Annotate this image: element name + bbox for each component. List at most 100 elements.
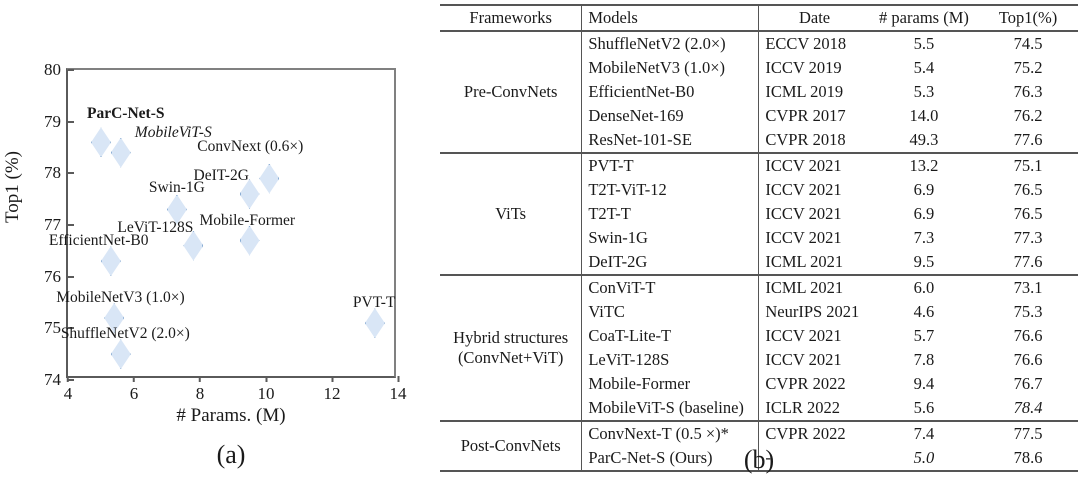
top1-cell: 76.5: [1013, 204, 1043, 223]
date-cell: CVPR 2017: [765, 106, 846, 125]
column-header-frameworks: Frameworks: [440, 5, 583, 31]
top1-cell: 77.5: [1013, 424, 1043, 443]
point-label: Mobile-Former: [199, 211, 296, 229]
params-cell: 13.2: [909, 156, 939, 175]
point-label: DeIT-2G: [193, 167, 249, 184]
date-cell: ECCV 2018: [765, 34, 847, 53]
date-cell: ICCV 2019: [765, 58, 842, 77]
table-header-row: Frameworks Models Date # params (M) Top1…: [440, 5, 1078, 31]
params-cell: 5.4: [913, 58, 935, 77]
date-cell: ICCV 2021: [765, 156, 842, 175]
top1-cell: 78.4: [1013, 398, 1043, 417]
date-cell: CVPR 2022: [765, 424, 846, 443]
framework-cell: ViTs: [440, 153, 583, 275]
params-cell: 49.3: [909, 130, 939, 149]
date-cell: ICML 2019: [765, 82, 844, 101]
framework-label-line1: Hybrid structures: [453, 328, 569, 347]
diamond-marker-icon: [91, 127, 111, 158]
top1-cell: 76.6: [1013, 350, 1043, 369]
top1-cell: 77.6: [1013, 130, 1043, 149]
point-label: EfficientNet-B0: [48, 232, 149, 250]
column-header-date: Date: [798, 8, 831, 27]
x-axis-tick: 14: [390, 376, 407, 404]
top1-cell: 76.6: [1013, 326, 1043, 345]
diamond-marker-icon: [110, 137, 131, 168]
column-header-models: Models: [581, 5, 760, 31]
date-cell: ICCV 2021: [765, 204, 842, 223]
model-name-cell: ParC-Net-S (Ours): [581, 446, 760, 471]
model-name-cell: ConvNext-T (0.5 ×)*: [581, 421, 760, 446]
model-name-cell: PVT-T: [581, 153, 760, 178]
x-axis-tick: 6: [130, 376, 138, 404]
diamond-marker-icon: [104, 303, 125, 333]
y-axis-tick: 79: [44, 112, 74, 132]
column-header-params: # params (M): [879, 8, 969, 27]
top1-cell: 77.3: [1013, 228, 1043, 247]
y-axis-tick: 75: [44, 318, 74, 338]
params-cell: 5.5: [913, 34, 935, 53]
params-cell: 5.7: [913, 326, 935, 345]
panel-a-caption: (a): [216, 440, 246, 469]
top1-cell: 76.3: [1013, 82, 1043, 101]
date-cell: ICCV 2021: [765, 180, 842, 199]
diamond-marker-icon: [110, 339, 131, 370]
diamond-marker-icon: [100, 246, 121, 277]
x-axis-tick: 4: [64, 376, 72, 404]
model-name-cell: DeIT-2G: [581, 250, 760, 275]
date-cell: -: [765, 448, 771, 467]
top1-cell: 76.7: [1013, 374, 1043, 393]
diamond-marker-icon: [259, 163, 280, 194]
params-cell: 14.0: [909, 106, 939, 125]
params-cell: 5.6: [913, 398, 935, 417]
framework-cell: Pre-ConvNets: [440, 31, 583, 153]
params-cell: 6.0: [913, 278, 935, 297]
table-header: Frameworks Models Date # params (M) Top1…: [440, 5, 1078, 31]
point-label: MobileNetV3 (1.0×): [56, 289, 185, 306]
params-cell: 5.3: [913, 82, 935, 101]
diamond-marker-icon: [239, 179, 260, 209]
params-cell: 6.9: [913, 204, 935, 223]
table-row: T2T-T ICCV 2021 6.9 76.5: [440, 202, 1078, 226]
models-comparison-table: Frameworks Models Date # params (M) Top1…: [440, 4, 1078, 472]
top1-cell: 78.6: [1013, 448, 1043, 467]
model-name-cell: LeViT-128S: [581, 348, 760, 372]
y-axis-tick: 78: [44, 163, 74, 183]
point-label: PVT-T: [352, 294, 396, 312]
model-name-cell: CoaT-Lite-T: [581, 324, 760, 348]
model-name-cell: T2T-T: [581, 202, 760, 226]
point-label: MobileViT-S: [134, 123, 212, 141]
date-cell: ICCV 2021: [765, 350, 842, 369]
params-cell: 7.4: [913, 424, 935, 443]
x-axis-tick: 8: [196, 376, 204, 404]
point-label: LeViT-128S: [117, 218, 194, 236]
model-name-cell: T2T-ViT-12: [581, 178, 760, 202]
top1-cell: 77.6: [1013, 252, 1043, 271]
framework-cell: Hybrid structures(ConvNet+ViT): [440, 275, 583, 421]
params-cell: 6.9: [913, 180, 935, 199]
top1-cell: 75.1: [1013, 156, 1043, 175]
table-row: EfficientNet-B0 ICML 2019 5.3 76.3: [440, 80, 1078, 104]
model-name-cell: EfficientNet-B0: [581, 80, 760, 104]
model-name-cell: ShuffleNetV2 (2.0×): [581, 31, 760, 56]
date-cell: ICML 2021: [765, 252, 844, 271]
comparison-table-panel: Frameworks Models Date # params (M) Top1…: [430, 0, 1080, 482]
date-cell: CVPR 2022: [765, 374, 846, 393]
params-cell: 9.4: [913, 374, 935, 393]
y-axis-tick: 74: [44, 370, 74, 390]
model-name-cell: ResNet-101-SE: [581, 128, 760, 153]
